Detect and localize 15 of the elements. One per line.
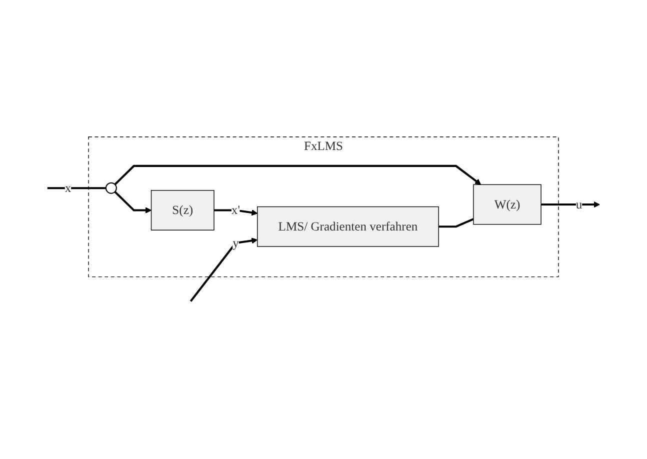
edge-label: x [64,180,72,195]
edge-label: y [232,236,239,250]
arrow [114,164,482,186]
node-box: W(z) [473,184,542,225]
edge-label: u [576,197,582,212]
connector [47,187,106,190]
node-circle [105,182,117,194]
edge-label: x' [231,202,240,217]
arrow [541,201,600,208]
arrow [190,238,258,302]
connector [438,218,474,228]
node-box: LMS/ Gradienten verfahren [257,206,439,247]
arrow [114,191,152,214]
node-box: S(z) [150,190,214,230]
arrow [214,209,258,216]
